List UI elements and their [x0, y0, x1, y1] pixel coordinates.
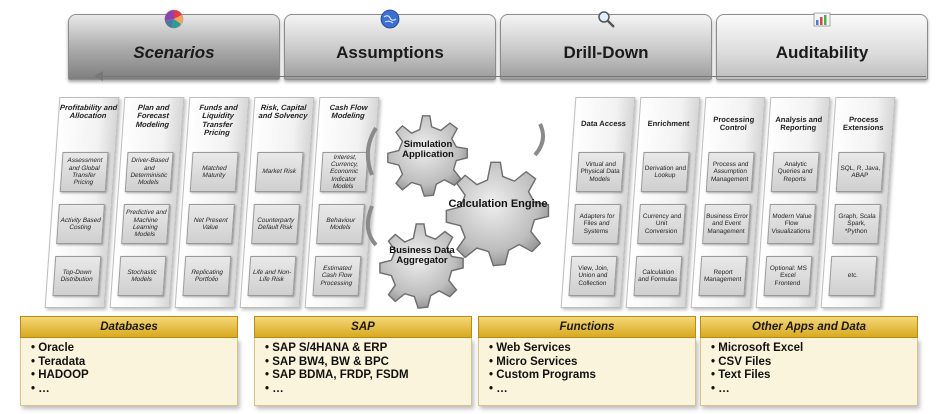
column-cell: Optional: MS Excel Frontend: [763, 256, 813, 296]
source-list: Oracle Teradata HADOOP …: [20, 338, 238, 406]
column-title: Process Extensions: [842, 115, 884, 133]
column-cell: Currency and Unit Conversion: [637, 204, 686, 244]
column-cell: Process and Assumption Management: [705, 152, 755, 192]
tab-label: Drill-Down: [563, 43, 649, 62]
tab-drill-down: Drill-Down: [500, 11, 712, 80]
globe-icon: [380, 9, 400, 29]
list-item: …: [31, 383, 227, 397]
column-title: Enrichment: [647, 119, 690, 128]
source-list: Microsoft Excel CSV Files Text Files …: [700, 338, 918, 406]
gear-simulation: Simulation Application: [382, 114, 474, 198]
column-cell: Calculation and Formulas: [633, 256, 683, 296]
source-title: Other Apps and Data: [700, 316, 918, 338]
gear-aggregator: Business Data Aggregator: [374, 222, 470, 310]
column-cell: Graph, Scala Spark, *Python: [832, 204, 881, 244]
tab-auditability: Auditability: [716, 12, 928, 80]
tab-scenarios: Scenarios: [68, 9, 280, 80]
list-item: SAP S/4HANA & ERP: [265, 342, 461, 356]
source-list: SAP S/4HANA & ERP SAP BW4, BW & BPC SAP …: [254, 338, 472, 406]
source-list: Web Services Micro Services Custom Progr…: [478, 338, 696, 406]
column-cell: Modern Value Flow Visualizations: [767, 204, 816, 244]
list-item: …: [489, 383, 685, 397]
list-item: Micro Services: [489, 356, 685, 370]
tab-assumptions: Assumptions: [284, 9, 496, 80]
flow-arrow: [94, 70, 926, 81]
source-title: Functions: [478, 316, 696, 338]
source-databases: Databases Oracle Teradata HADOOP …: [20, 316, 238, 408]
column-title: Analysis and Reporting: [775, 115, 823, 133]
list-item: …: [711, 383, 907, 397]
column-cell: Analytic Queries and Reports: [770, 152, 820, 192]
column-cell: View, Join, Union and Collection: [568, 256, 618, 296]
column-title: Data Access: [580, 119, 627, 128]
list-item: Text Files: [711, 369, 907, 383]
column-cell: Report Management: [698, 256, 748, 296]
source-title: SAP: [254, 316, 472, 338]
source-sap: SAP SAP S/4HANA & ERP SAP BW4, BW & BPC …: [254, 316, 472, 408]
gear-label: Simulation Application: [402, 139, 454, 161]
list-item: …: [265, 383, 461, 397]
tab-label: Assumptions: [336, 43, 444, 62]
column-cell: Derivation and Lookup: [640, 152, 690, 192]
list-item: Oracle: [31, 342, 227, 356]
list-item: CSV Files: [711, 356, 907, 370]
list-item: HADOOP: [31, 369, 227, 383]
gear-calculation: Calculation Engine: [438, 160, 558, 268]
column-cell: etc.: [828, 256, 878, 296]
column-title: Processing Control: [713, 115, 755, 133]
list-item: Microsoft Excel: [711, 342, 907, 356]
list-item: Teradata: [31, 356, 227, 370]
source-other-apps: Other Apps and Data Microsoft Excel CSV …: [700, 316, 918, 408]
column-cell: SQL, R, Java, ABAP: [835, 152, 885, 192]
capabilities-banner: Scenarios Assumptions Drill-Down Auditab…: [68, 9, 928, 80]
list-item: Web Services: [489, 342, 685, 356]
column-cell: Business Error and Event Management: [702, 204, 751, 244]
list-item: SAP BW4, BW & BPC: [265, 356, 461, 370]
magnifier-icon: [598, 11, 615, 28]
source-title: Databases: [20, 316, 238, 338]
tab-label: Scenarios: [133, 43, 215, 62]
column-cell: Virtual and Physical Data Models: [575, 152, 625, 192]
chart-icon: [813, 12, 831, 27]
list-item: SAP BDMA, FRDP, FSDM: [265, 369, 461, 383]
tab-label: Auditability: [775, 43, 869, 62]
color-wheel-icon: [164, 9, 184, 29]
list-item: Custom Programs: [489, 369, 685, 383]
column-cell: Adapters for Files and Systems: [572, 204, 621, 244]
gear-label: Business Data Aggregator: [389, 245, 455, 267]
source-functions: Functions Web Services Micro Services Cu…: [478, 316, 696, 408]
gear-label: Calculation Engine: [448, 198, 548, 210]
